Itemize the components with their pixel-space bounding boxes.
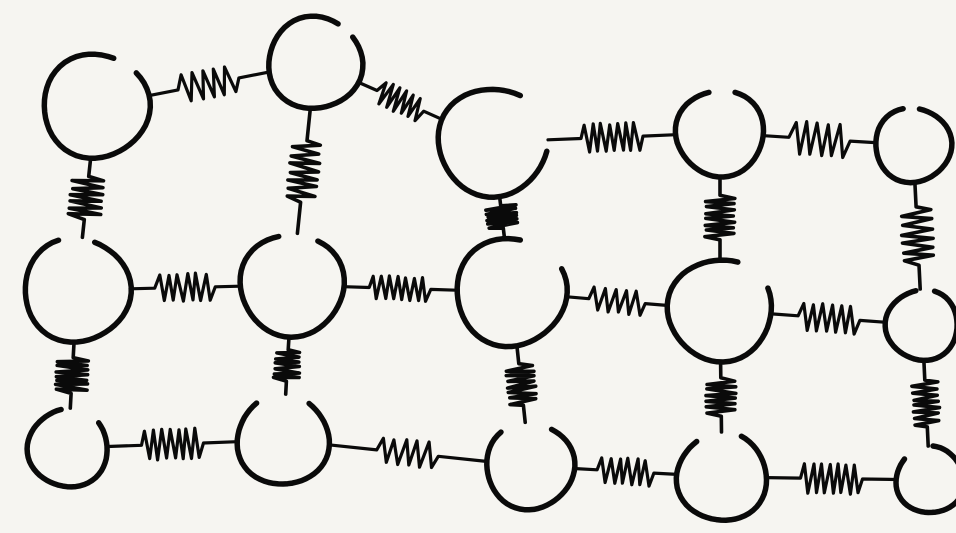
- mass-node-r0c1: [266, 13, 366, 112]
- mass-node-r0c3: [672, 89, 767, 180]
- mass-node-r2c1: [234, 400, 333, 487]
- mass-node-r1c0: [22, 237, 134, 345]
- spring-r1c3-r2c3: [704, 360, 738, 434]
- spring-r2c1-r2c2: [327, 436, 488, 470]
- nodes-layer: [22, 13, 956, 523]
- mass-node-r1c2: [454, 235, 570, 350]
- mass-node-r2c3: [673, 433, 770, 523]
- spring-r1c0-r1c1: [128, 271, 242, 303]
- spring-r1c2-r1c3: [564, 285, 670, 317]
- spring-r0c1-r0c2: [356, 80, 445, 123]
- mass-node-r0c4: [873, 105, 955, 186]
- spring-r1c0-r2c0: [53, 341, 91, 410]
- mass-node-r0c2: [435, 86, 550, 200]
- spring-r1c3-r1c4: [770, 301, 888, 336]
- mass-node-r1c4: [882, 287, 956, 364]
- mass-node-r0c0: [41, 51, 154, 161]
- spring-r1c1-r1c2: [342, 274, 458, 303]
- spring-r2c3-r2c4: [765, 462, 898, 496]
- spring-r0c2-r1c2: [484, 194, 520, 240]
- spring-r0c3-r1c3: [703, 175, 737, 260]
- mass-node-r1c1: [237, 233, 348, 340]
- spring-r0c1-r1c1: [285, 107, 323, 236]
- spring-r1c2-r2c2: [504, 344, 538, 425]
- mass-node-r2c0: [24, 406, 110, 490]
- spring-r0c3-r0c4: [762, 120, 877, 160]
- spring-r2c2-r2c3: [572, 456, 679, 488]
- spring-r0c4-r1c4: [899, 181, 936, 291]
- spring-r0c0-r1c0: [66, 156, 106, 240]
- spring-r2c0-r2c1: [106, 426, 239, 462]
- spring-r1c4-r2c4: [910, 359, 942, 448]
- spring-r1c1-r2c1: [271, 335, 302, 396]
- mass-node-r2c4: [893, 443, 956, 516]
- spring-r0c2-r0c3: [546, 121, 678, 154]
- spring-r0c0-r0c1: [146, 65, 271, 103]
- springs-layer: [53, 65, 942, 496]
- mass-node-r2c2: [484, 426, 578, 513]
- mass-node-r1c3: [664, 257, 775, 365]
